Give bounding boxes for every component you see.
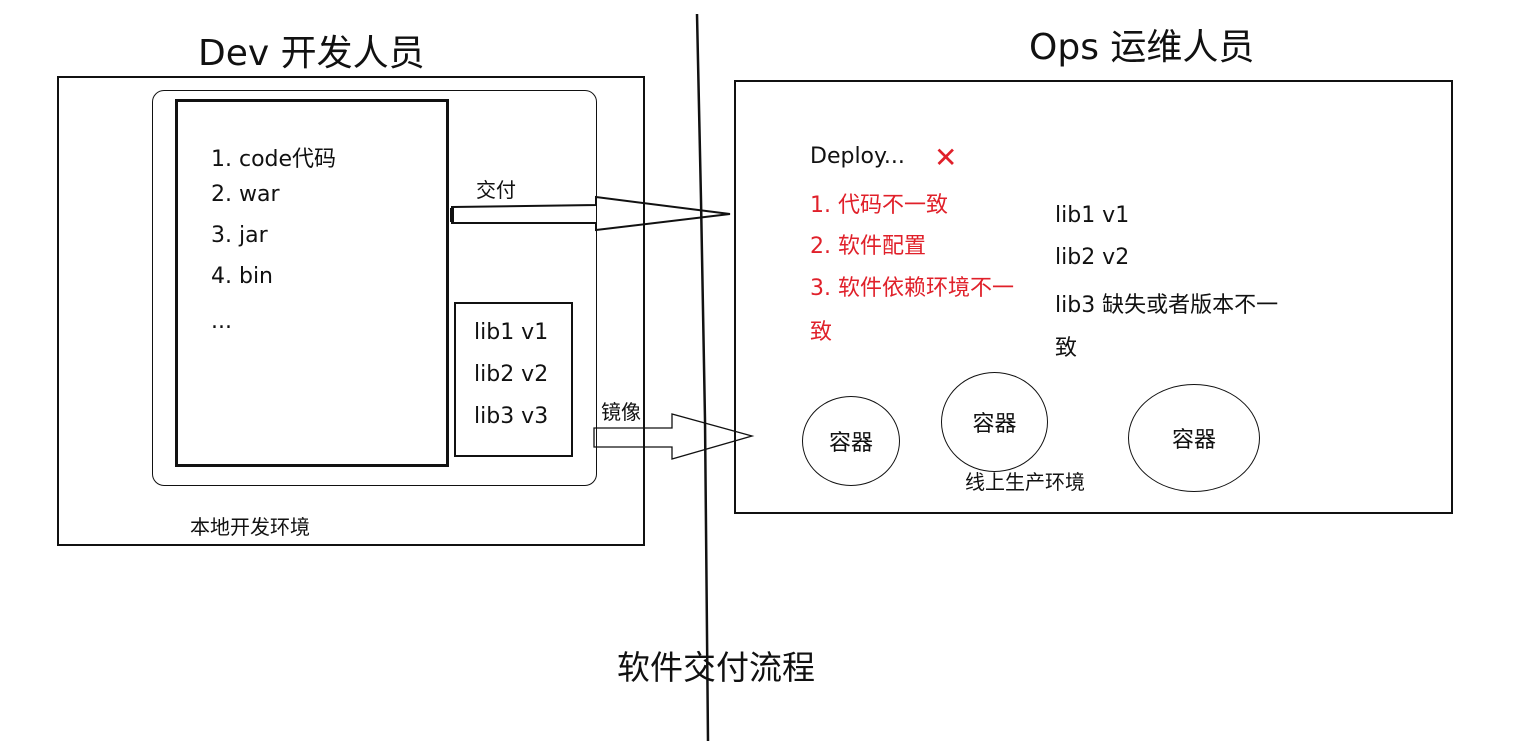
problem-item-wrap: 致 — [810, 320, 833, 345]
ops-lib-item-wrap: 致 — [1055, 336, 1078, 361]
dev-outer-box — [57, 76, 645, 546]
dev-lib-item: lib2 v2 — [474, 362, 549, 387]
dev-env-label: 本地开发环境 — [190, 515, 310, 539]
ops-title: Ops 运维人员 — [1029, 27, 1255, 68]
dev-files-box: 1. code代码 2. war 3. jar 4. bin ... — [175, 99, 449, 467]
ops-lib-item: lib3 缺失或者版本不一 — [1055, 293, 1279, 318]
container-ellipse: 容器 — [802, 396, 900, 486]
problem-item: 2. 软件配置 — [810, 234, 926, 259]
problem-item: 3. 软件依赖环境不一 — [810, 276, 1014, 301]
deliver-label: 交付 — [476, 178, 516, 202]
container-label: 容器 — [972, 412, 1017, 437]
container-ellipse: 容器 — [1128, 384, 1260, 492]
ops-lib-item: lib1 v1 — [1055, 203, 1130, 228]
file-item-jar: 3. jar — [211, 223, 268, 248]
fail-x-icon: ✕ — [934, 141, 958, 174]
ops-env-label: 线上生产环境 — [965, 470, 1085, 494]
dev-lib-item: lib1 v1 — [474, 320, 549, 345]
file-item-ellipsis: ... — [211, 309, 232, 334]
dev-env-rounded-box — [152, 90, 597, 486]
footer-title: 软件交付流程 — [617, 648, 815, 687]
dev-lib-item: lib3 v3 — [474, 404, 549, 429]
deploy-label: Deploy... — [810, 144, 905, 169]
file-item-code: 1. code代码 — [211, 147, 337, 172]
ops-lib-item: lib2 v2 — [1055, 245, 1130, 270]
ops-outer-box — [734, 80, 1453, 514]
container-label: 容器 — [1171, 428, 1216, 453]
image-arrow — [593, 413, 755, 460]
dev-title: Dev 开发人员 — [198, 33, 425, 74]
image-label: 镜像 — [601, 400, 641, 424]
container-ellipse: 容器 — [941, 372, 1048, 472]
dev-libs-box: lib1 v1 lib2 v2 lib3 v3 — [454, 302, 573, 457]
file-item-war: 2. war — [211, 182, 280, 207]
file-item-bin: 4. bin — [211, 264, 274, 289]
container-label: 容器 — [828, 431, 873, 456]
problem-item: 1. 代码不一致 — [810, 193, 948, 218]
divider-line — [695, 13, 710, 741]
